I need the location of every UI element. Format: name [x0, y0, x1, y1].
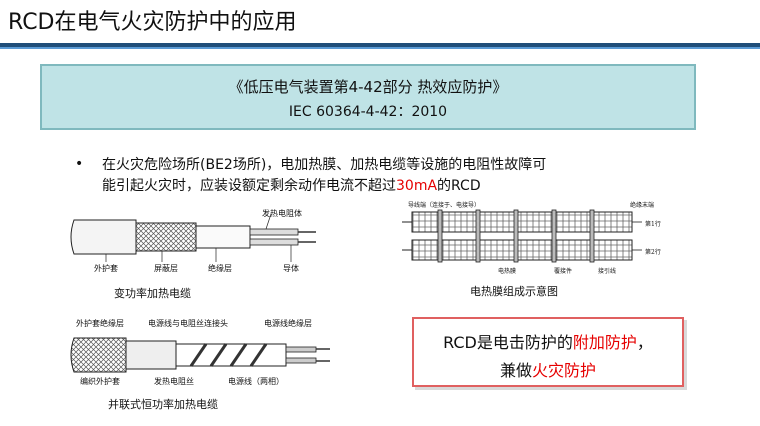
bullet-text-suffix: 的RCD: [437, 178, 481, 194]
film-label-connector: 接引线: [598, 268, 617, 275]
rcd-note-comma: ，: [636, 333, 653, 352]
cable1-label-sheath: 外护套: [94, 264, 118, 273]
rcd-note-line2: 兼做火灾防护: [414, 357, 682, 381]
rcd-note-highlight-additional: 附加防护: [572, 333, 637, 352]
cable1-label-heating: 发热电阻体: [262, 209, 302, 218]
cable2-label-wire-insulation: 电源线绝缘层: [264, 319, 312, 328]
cable2-caption: 并联式恒功率加热电缆: [108, 398, 218, 411]
cable1-label-shield: 屏蔽层: [154, 264, 178, 273]
film-label-row2: 第2行: [645, 249, 661, 256]
cable1-label-conductor: 导体: [283, 264, 299, 273]
cable1-caption: 变功率加热电缆: [114, 287, 191, 300]
rcd-note-also: 兼做: [499, 361, 532, 380]
rcd-note-prefix: RCD是电击防护的: [443, 333, 573, 352]
rcd-note-highlight-fire: 火灾防护: [532, 361, 597, 380]
bullet-highlight-30ma: 30mA: [396, 178, 438, 194]
film-label-film: 电热膜: [498, 268, 517, 275]
film-label-row1: 第1行: [645, 221, 661, 228]
film-label-busbar: 导线端（连接于、电接导）: [408, 202, 481, 209]
rcd-note-box: RCD是电击防护的附加防护， 兼做火灾防护: [412, 317, 684, 387]
cable2-label-power: 电源线（两相）: [228, 377, 284, 386]
title-rule-accent: [0, 47, 760, 49]
cable2-label-sheath-insulation: 外护套绝缘层: [76, 319, 124, 328]
title-rule: [0, 43, 760, 47]
bullet-text-line1: 在火灾危险场所(BE2场所)，电加热膜、加热电缆等设施的电阻性故障可: [102, 157, 547, 173]
page-title: RCD在电气火灾防护中的应用: [8, 10, 297, 35]
standard-title: 《低压电气装置第4-42部分 热效应防护》: [228, 78, 508, 96]
cable2-label-heater: 发热电阻丝: [154, 377, 194, 386]
film-label-spacer: 覆接件: [554, 268, 573, 275]
cable2-label-joint: 电源线与电阻丝连接头: [148, 319, 228, 328]
film-caption: 电热膜组成示意图: [470, 285, 558, 298]
cable2-label-braid: 编织外护套: [80, 377, 120, 386]
cable1-label-insulation: 绝缘层: [208, 264, 232, 273]
rcd-note-line1: RCD是电击防护的附加防护，: [414, 329, 682, 353]
standard-number: IEC 60364-4-42：2010: [288, 104, 448, 120]
bullet-text-line2: 能引起火灾时，应装设额定剩余动作电流不超过30mA的RCD: [102, 175, 481, 195]
film-label-insulation-end: 绝缘末端: [630, 202, 655, 209]
heating-film-illustration: [402, 209, 642, 263]
bullet-marker: •: [75, 156, 84, 172]
standard-box: 《低压电气装置第4-42部分 热效应防护》 IEC 60364-4-42：201…: [40, 64, 696, 130]
bullet-text-prefix: 能引起火灾时，应装设额定剩余动作电流不超过: [102, 178, 396, 194]
cable1-illustration: [70, 213, 316, 262]
cable2-illustration: [70, 337, 330, 373]
